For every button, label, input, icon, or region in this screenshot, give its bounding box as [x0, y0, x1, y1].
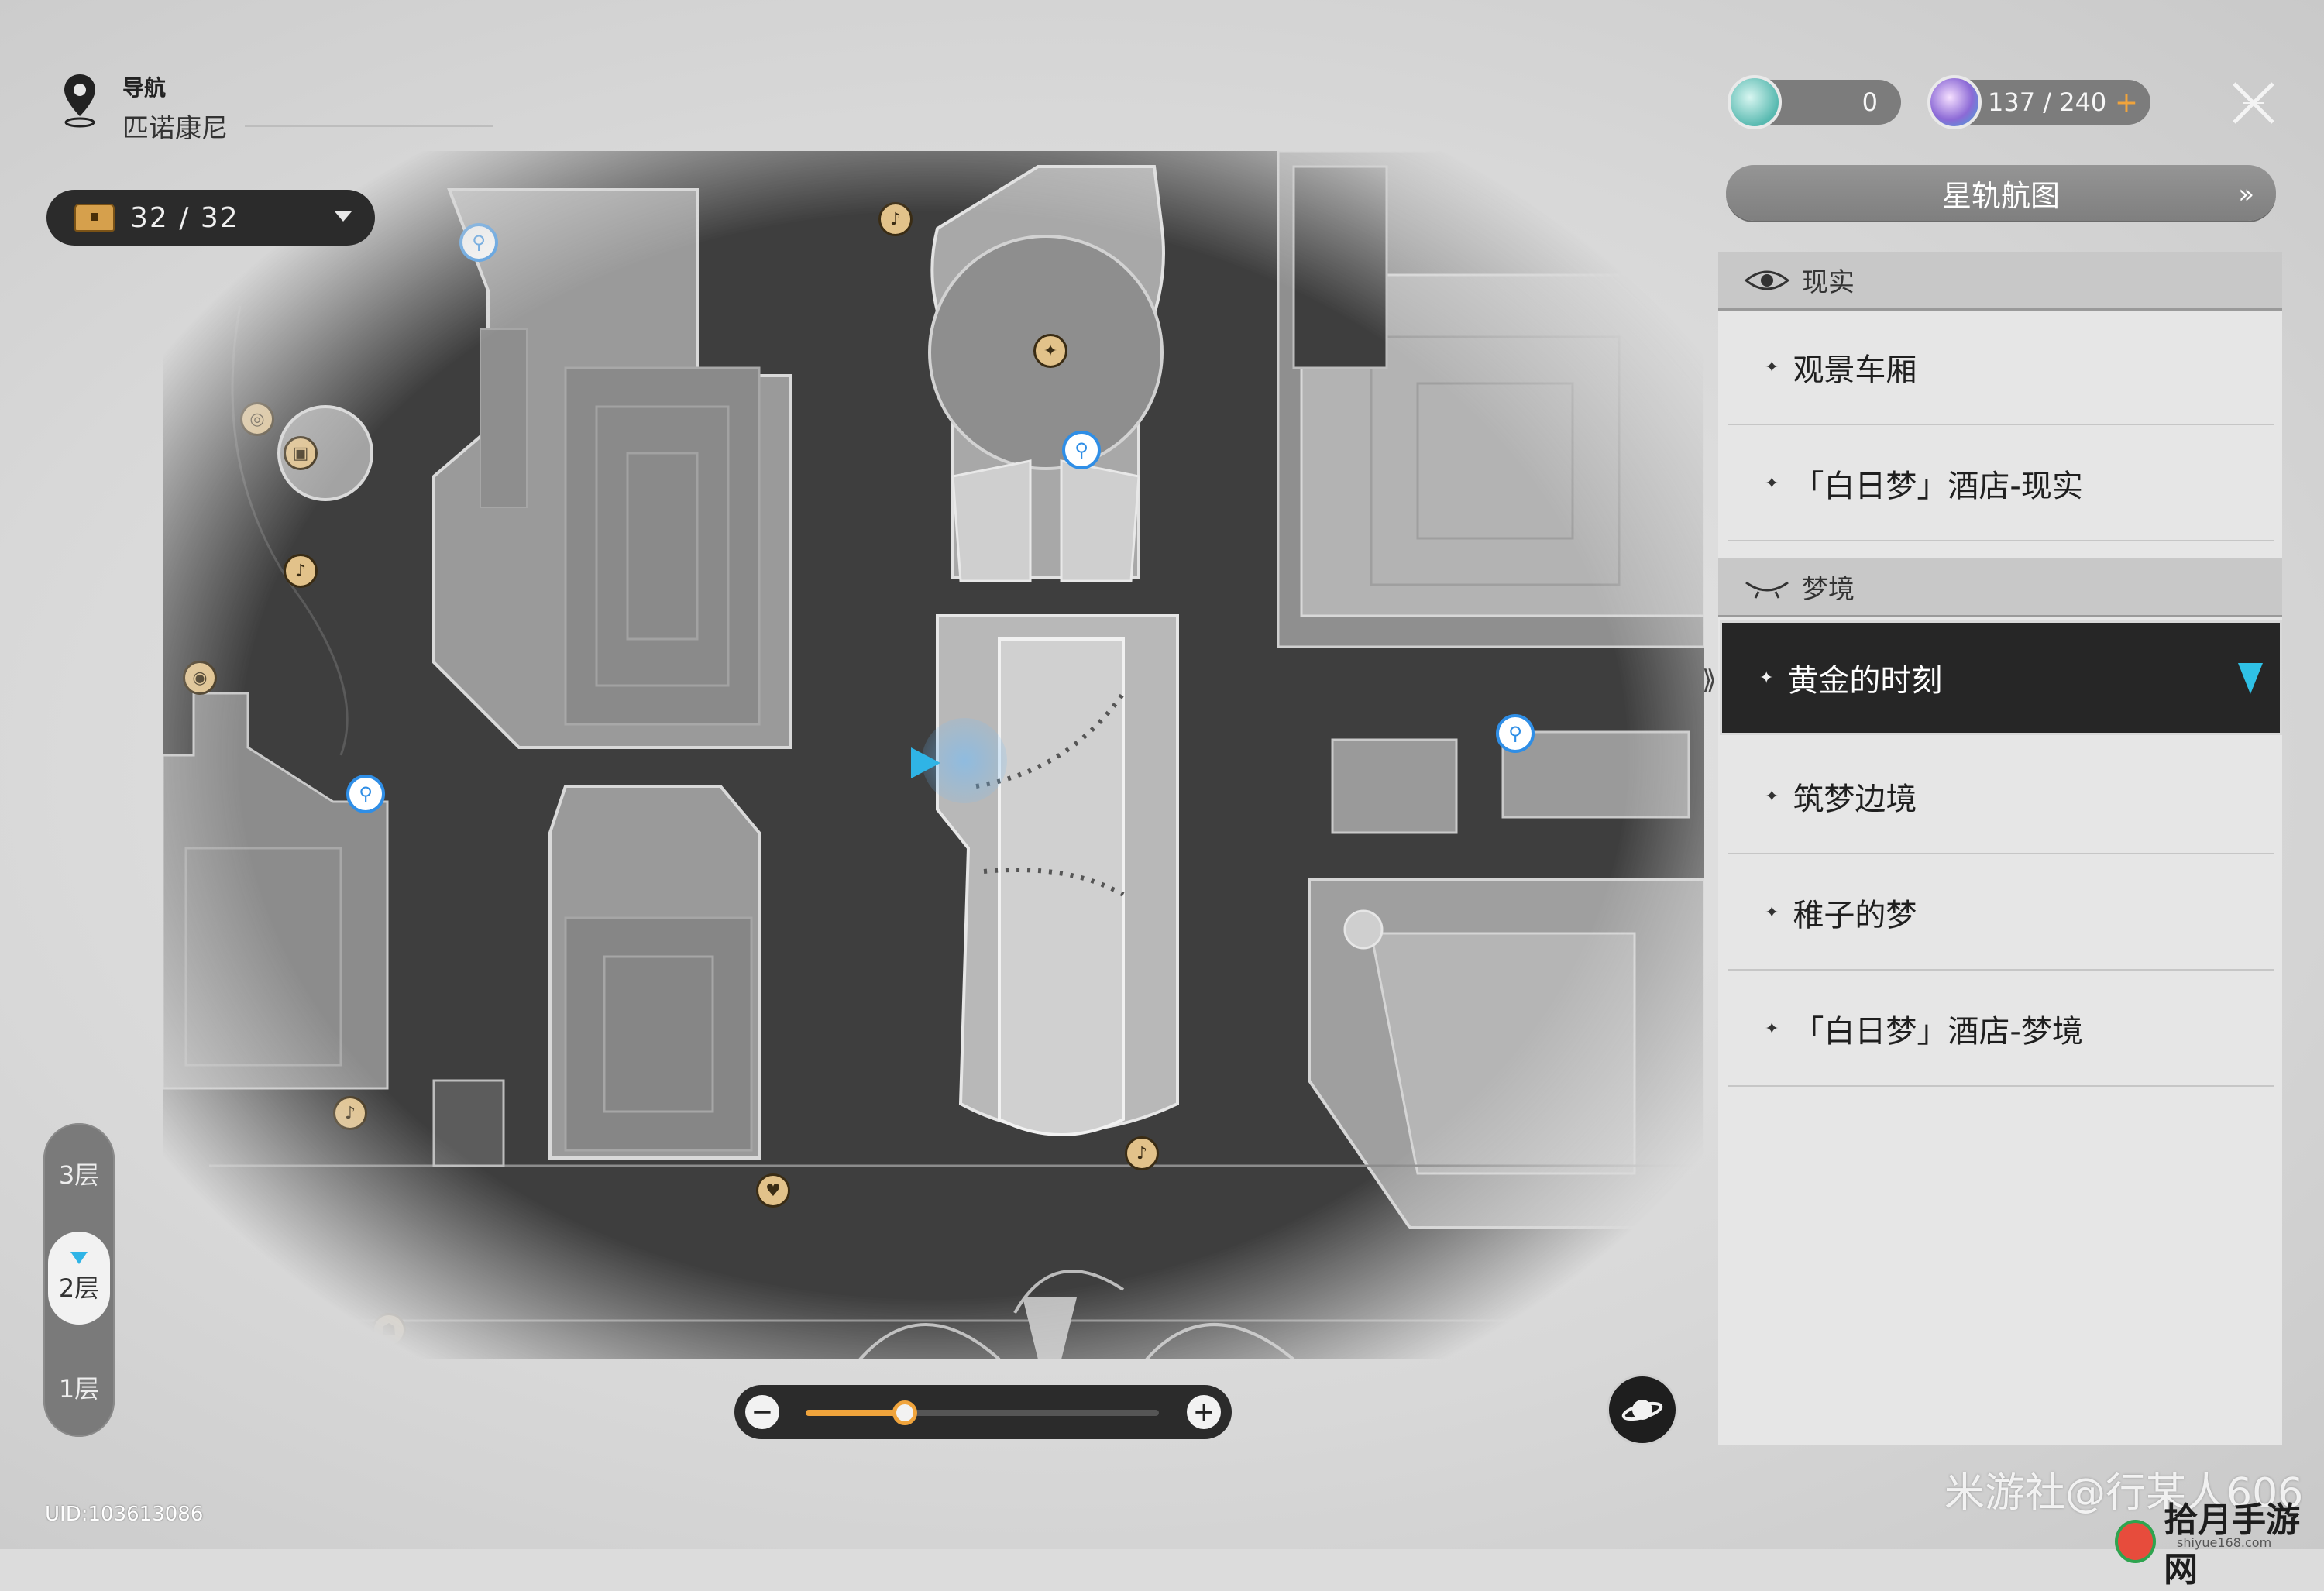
fuel-counter: 0 — [1728, 75, 1901, 129]
zoom-slider-fill — [806, 1410, 905, 1416]
star-rail-map-button[interactable]: 星轨航图 » — [1726, 165, 2276, 221]
floor-2-label: 2层 — [58, 1273, 100, 1303]
npc-marker[interactable]: ☗ — [367, 1308, 411, 1352]
navigation-label: 导航 — [122, 75, 167, 101]
bubble-icon: ◉ — [183, 661, 217, 695]
trailblaze-power-icon — [1927, 75, 1982, 129]
location-item-hotel-reality[interactable]: ✦ 「白日梦」酒店-现实 — [1728, 427, 2274, 541]
selected-pointer-icon: ⟫ — [1702, 665, 1717, 696]
section-dreamscape-title: 梦境 — [1802, 574, 1855, 605]
floor-2-button[interactable]: 2层 — [48, 1232, 110, 1325]
sparkle-icon: ✦ — [1765, 357, 1779, 377]
zoom-control: − + — [734, 1385, 1232, 1439]
closed-eye-icon — [1745, 581, 1789, 599]
location-pin-icon — [64, 74, 95, 128]
bell-icon: ♪ — [333, 1096, 367, 1130]
bell-marker[interactable]: ♪ — [279, 549, 322, 593]
puzzle-marker[interactable]: ◉ — [178, 656, 222, 699]
watermark-miyoushe: 米游社@行某人606 — [1944, 1470, 2304, 1517]
sparkle-icon: ✦ — [1765, 786, 1779, 806]
section-reality-header: 现实 — [1718, 252, 2282, 311]
recenter-planet-button[interactable] — [1607, 1374, 1678, 1445]
region-name-text: 匹诺康尼 — [122, 113, 228, 144]
double-chevron-right-icon: » — [2238, 179, 2254, 210]
site-logo-icon — [2115, 1520, 2157, 1563]
teleport-icon: ⚲ — [459, 223, 498, 262]
eye-icon — [1744, 270, 1790, 290]
trailblaze-power-value: 137 / 240 — [1988, 88, 2107, 117]
current-floor-indicator-icon — [70, 1252, 88, 1264]
location-item-label: 观景车厢 — [1793, 352, 1917, 388]
trailblaze-power-counter[interactable]: 137 / 240 + — [1927, 75, 2150, 129]
bell-icon: ♪ — [878, 202, 913, 236]
sparkle-icon: ✦ — [1765, 902, 1779, 923]
region-divider — [245, 125, 493, 127]
teleport-anchor-marker[interactable]: ⚲ — [1494, 712, 1537, 755]
teleport-anchor-marker[interactable]: ⚲ — [344, 772, 387, 816]
treasure-count: 32 / 32 — [130, 201, 239, 234]
zoom-out-button[interactable]: − — [745, 1395, 779, 1429]
bell-marker[interactable]: ♪ — [874, 198, 917, 241]
location-item-label: 筑梦边境 — [1793, 782, 1917, 817]
teleport-icon: ⚲ — [1062, 431, 1101, 469]
region-name: 匹诺康尼 — [122, 107, 493, 145]
teleport-icon: ⚲ — [1496, 714, 1535, 753]
zoom-slider-track[interactable] — [806, 1400, 1159, 1425]
navigation-header: 导航 匹诺康尼 — [60, 71, 493, 145]
location-item-golden-hour[interactable]: ⟫ ✦ 黄金的时刻 — [1702, 620, 2282, 735]
location-list-panel: 现实 ✦ 观景车厢 ✦ 「白日梦」酒店-现实 梦境 ⟫ ✦ 黄金的时刻 ✦ 筑梦… — [1702, 252, 2282, 1445]
vending-marker[interactable]: ▣ — [279, 431, 322, 475]
location-item-label: 「白日梦」酒店-现实 — [1793, 469, 2083, 504]
floor-selector[interactable]: 3层 2层 1层 — [43, 1123, 115, 1437]
shop-marker[interactable]: ♥ — [751, 1169, 795, 1212]
location-item-label: 「白日梦」酒店-梦境 — [1793, 1014, 2083, 1050]
bell-marker[interactable]: ♪ — [1120, 1132, 1164, 1175]
site-url: shiyue168.com — [2177, 1535, 2272, 1550]
location-item-hotel-dreamscape[interactable]: ✦ 「白日梦」酒店-梦境 — [1728, 972, 2274, 1087]
treasure-chest-icon — [74, 204, 115, 232]
location-item-label: 稚子的梦 — [1793, 898, 1917, 933]
treasure-counter-dropdown[interactable]: 32 / 32 — [46, 190, 375, 246]
section-reality-title: 现实 — [1802, 267, 1855, 298]
current-location-indicator-icon — [2238, 663, 2263, 694]
close-icon[interactable] — [2228, 77, 2279, 129]
teleport-anchor-marker[interactable]: ⚲ — [457, 221, 500, 264]
add-power-button[interactable]: + — [2114, 86, 2138, 119]
player-position-arrow — [911, 747, 940, 778]
bell-icon: ♪ — [284, 554, 318, 588]
puzzle-marker[interactable]: ✦ — [1029, 329, 1072, 373]
screen-icon: ▣ — [284, 436, 318, 470]
floor-3-button[interactable]: 3层 — [58, 1160, 100, 1190]
zoom-in-button[interactable]: + — [1187, 1395, 1221, 1429]
star-chest-icon: ✦ — [1033, 334, 1067, 368]
chevron-down-icon — [335, 211, 352, 222]
sparkle-icon: ✦ — [1765, 473, 1779, 493]
sparkle-icon: ✦ — [1765, 1019, 1779, 1039]
sparkle-icon: ✦ — [1759, 668, 1774, 688]
location-item-label: 黄金的时刻 — [1787, 663, 1943, 699]
watermark-site: 拾月手游网 shiyue168.com — [2115, 1492, 2324, 1591]
star-rail-map-label: 星轨航图 — [1941, 178, 2060, 213]
puzzle-marker[interactable]: ◎ — [235, 397, 279, 441]
fuel-icon — [1728, 75, 1782, 129]
section-dreamscape-header: 梦境 — [1718, 558, 2282, 617]
fuel-value: 0 — [1862, 88, 1878, 117]
bell-marker[interactable]: ♪ — [328, 1091, 372, 1135]
map-geometry — [163, 151, 1704, 1359]
bell-icon: ♪ — [1125, 1136, 1159, 1170]
uid-label: UID:103613086 — [45, 1503, 204, 1526]
teleport-icon: ⚲ — [346, 775, 385, 813]
teleport-anchor-marker[interactable]: ⚲ — [1060, 428, 1103, 472]
hat-icon: ☗ — [372, 1313, 406, 1347]
floor-1-button[interactable]: 1层 — [58, 1374, 100, 1404]
map-view[interactable]: ⚲ ♪ ✦ ⚲ ◎ ▣ ♪ ◉ ⚲ ⚲ ♪ ♥ ♪ ☗ — [163, 151, 1704, 1359]
zoom-slider-handle[interactable] — [892, 1400, 917, 1425]
location-item-observation-car[interactable]: ✦ 观景车厢 — [1728, 311, 2274, 425]
location-item-dream-edge[interactable]: ✦ 筑梦边境 — [1728, 740, 2274, 854]
sphere-icon: ◎ — [240, 402, 274, 436]
location-item-childs-dream[interactable]: ✦ 稚子的梦 — [1728, 856, 2274, 971]
heart-bag-icon: ♥ — [756, 1173, 790, 1208]
planet-icon — [1621, 1400, 1663, 1421]
